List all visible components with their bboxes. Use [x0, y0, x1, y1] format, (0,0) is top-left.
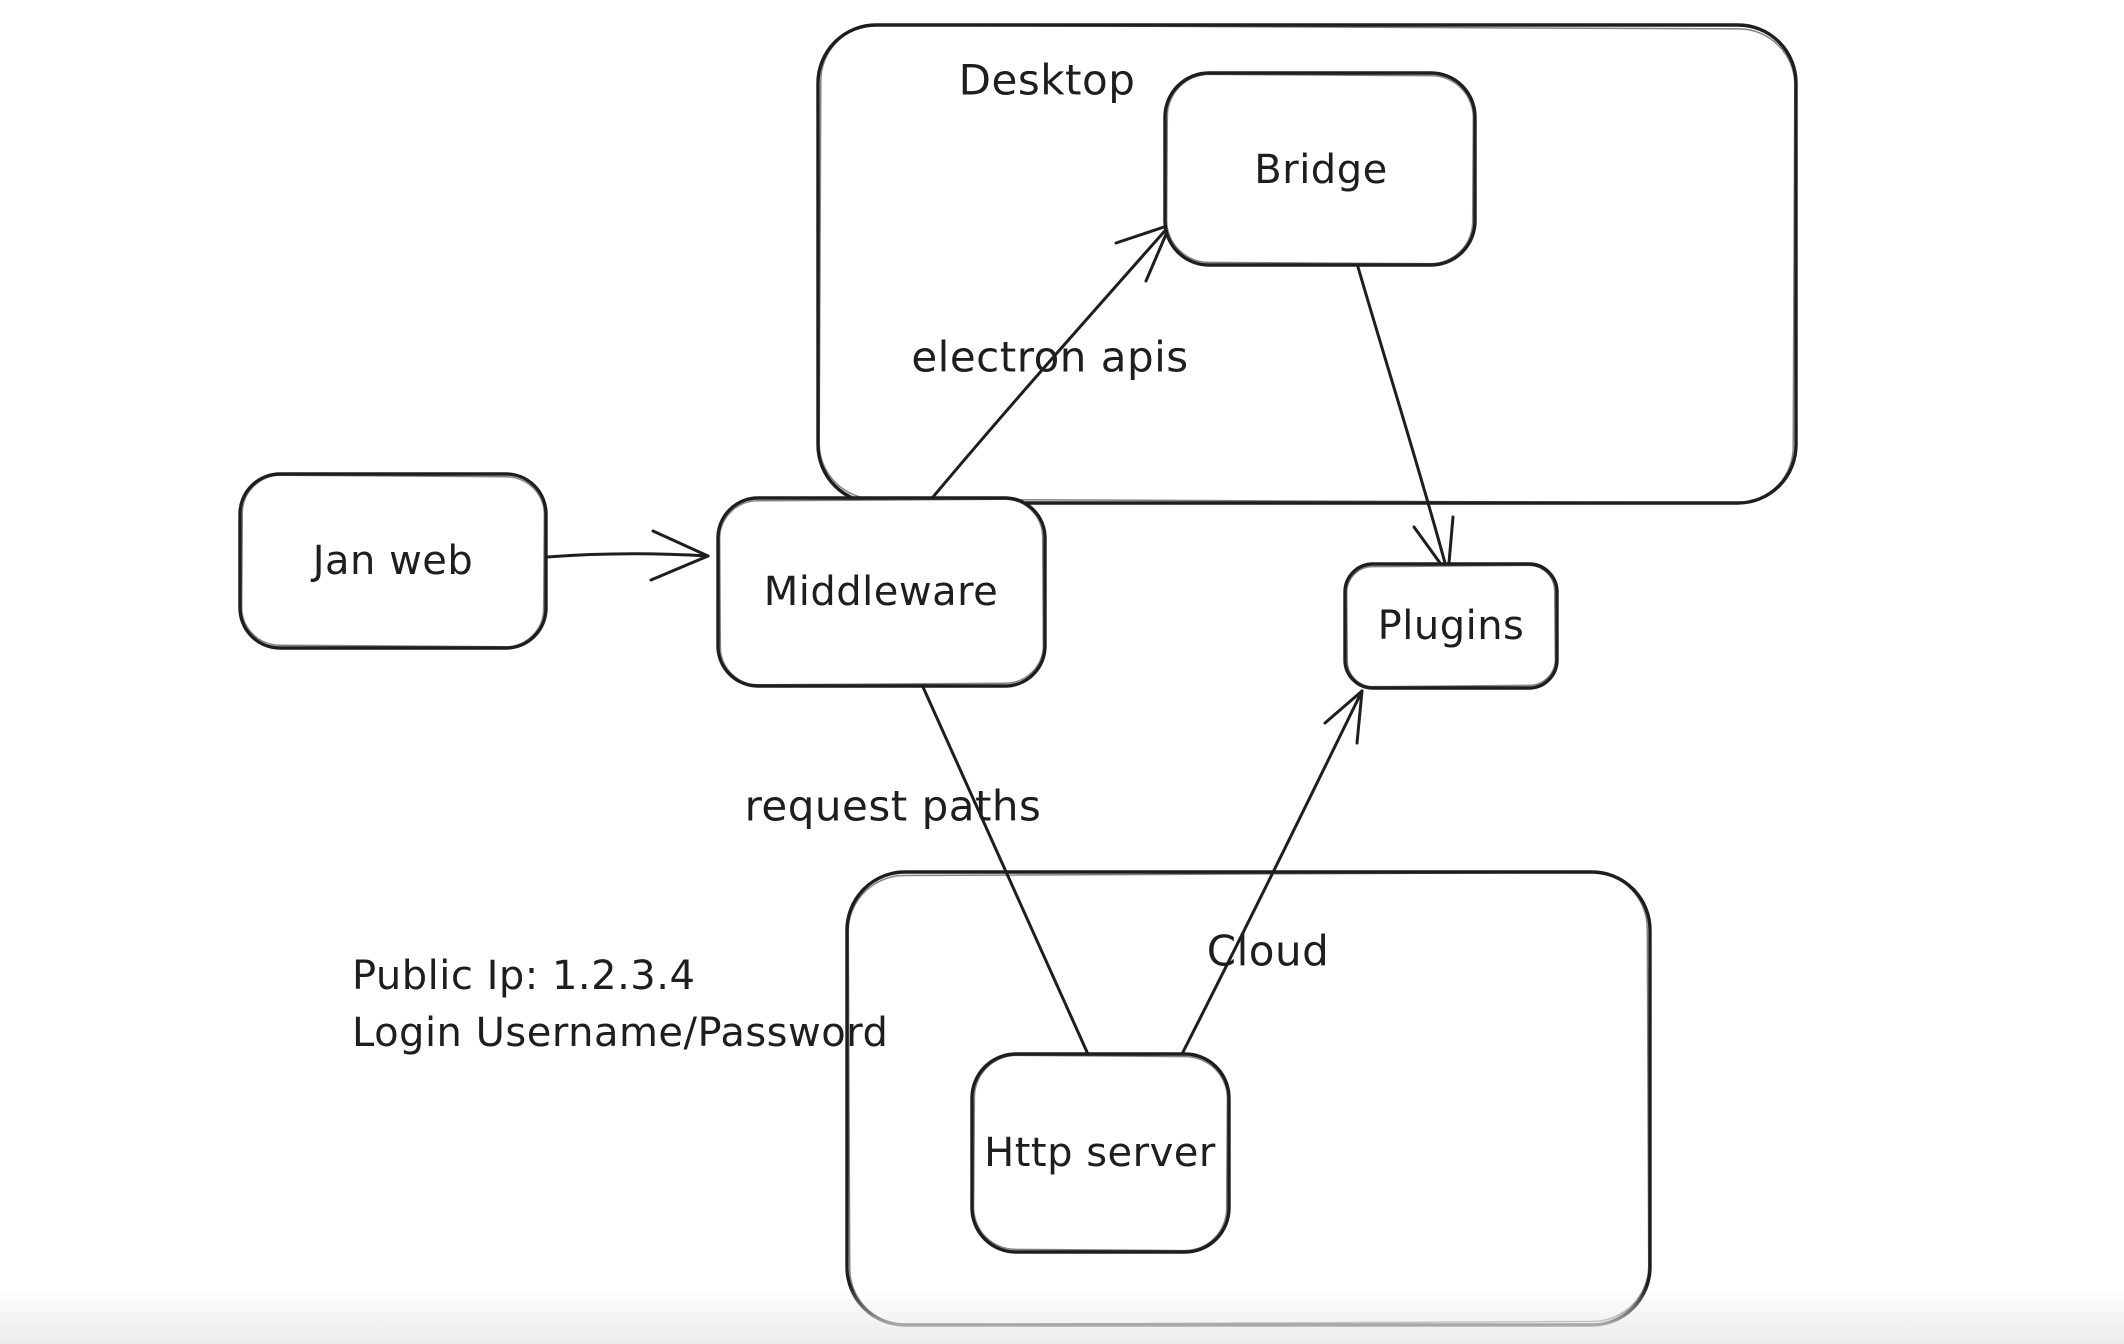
jan-web-node-label: Jan web — [312, 538, 474, 584]
middleware-node-box — [716, 496, 1047, 688]
arrow-httpserver-to-plugins — [1181, 689, 1364, 1054]
bridge-node-box — [1163, 71, 1477, 267]
arrow-bridge-to-plugins — [1356, 265, 1455, 576]
arrow-janweb-to-middleware — [545, 529, 710, 582]
plugins-node-box — [1343, 562, 1559, 690]
desktop-container-box — [816, 23, 1798, 505]
http-server-node-label: Http server — [984, 1130, 1216, 1176]
request-paths-edge-label: request paths — [744, 781, 1042, 831]
middleware-node-label: Middleware — [763, 569, 999, 615]
jan-web-node-box — [238, 472, 548, 650]
bridge-node-label: Bridge — [1254, 147, 1388, 193]
public-ip-note-line: Public Ip: 1.2.3.4 — [352, 953, 696, 999]
desktop-container-label: Desktop — [958, 55, 1136, 105]
login-note-line: Login Username/Password — [352, 1010, 889, 1056]
http-server-node-box — [970, 1052, 1231, 1254]
public-ip-login-note: Public Ip: 1.2.3.4 Login Username/Passwo… — [352, 948, 888, 1062]
electron-apis-edge-label: electron apis — [911, 332, 1189, 382]
cloud-container-label: Cloud — [1206, 926, 1330, 976]
line-middleware-to-httpserver — [921, 685, 1089, 1054]
plugins-node-label: Plugins — [1377, 603, 1525, 649]
